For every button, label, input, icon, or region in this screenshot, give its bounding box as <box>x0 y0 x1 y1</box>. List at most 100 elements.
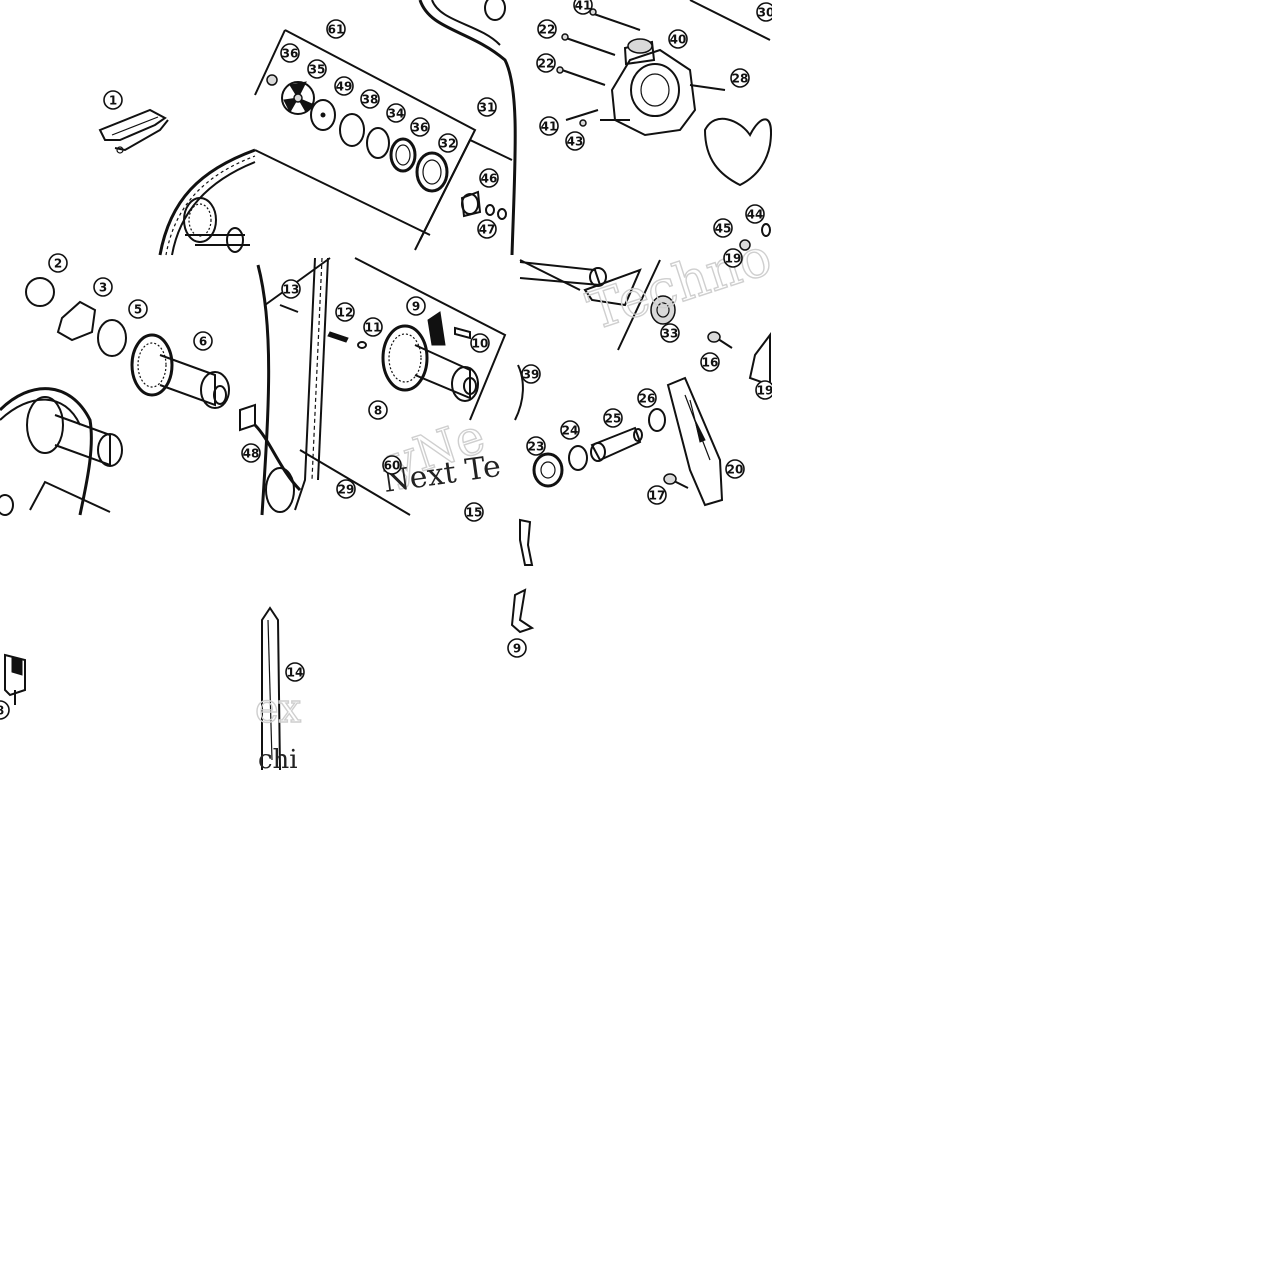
callout-label: 3 <box>99 281 107 295</box>
callout-label: 47 <box>479 223 496 237</box>
tile-top-right <box>556 0 772 251</box>
callout-label: 44 <box>747 208 764 222</box>
callout-label: 41 <box>541 120 558 134</box>
tile-top-left <box>98 108 256 256</box>
oring-26 <box>648 408 666 432</box>
callout-label: 14 <box>287 666 304 680</box>
callout-39: 39 <box>521 364 541 384</box>
sleeve-46 <box>460 190 507 220</box>
timing-chain-right <box>418 0 517 256</box>
cover-gasket <box>703 117 772 187</box>
callout-9: 9 <box>507 638 527 658</box>
washer-24 <box>568 445 588 471</box>
callout-label: 35 <box>309 63 326 77</box>
callout-label: 20 <box>727 463 744 477</box>
tile-middle-left <box>0 277 256 516</box>
callout-layer: 1613635493834363231464741224030222841434… <box>0 0 776 720</box>
bolts-top-right <box>556 8 641 127</box>
callout-label: 49 <box>336 80 353 94</box>
callout-label: 34 <box>388 107 405 121</box>
callout-43: 43 <box>565 131 585 151</box>
callout-label: 6 <box>199 335 207 349</box>
chain-guide-14 <box>261 606 281 771</box>
gasket-3 <box>56 300 97 342</box>
callout-label: 24 <box>562 424 579 438</box>
callout-3: 3 <box>93 277 113 297</box>
camshaft-6 <box>130 333 230 409</box>
oring-5 <box>97 319 127 357</box>
callout-label: 5 <box>134 303 142 317</box>
lower-sprocket <box>253 423 302 513</box>
callout-48: 48 <box>241 443 261 463</box>
callout-8: 8 <box>368 400 388 420</box>
callout-23: 23 <box>526 436 546 456</box>
callout-label: 17 <box>649 489 666 503</box>
seal-38 <box>339 113 365 147</box>
callout-40: 40 <box>668 29 688 49</box>
callout-label: 25 <box>605 412 622 426</box>
tile-middle-center <box>253 257 507 516</box>
callout-41: 41 <box>539 116 559 136</box>
callout-label: 38 <box>362 93 379 107</box>
oring-34 <box>366 127 390 159</box>
callout-label: 61 <box>328 23 345 37</box>
tile-top-middle <box>254 0 517 256</box>
callout-9: 9 <box>406 296 426 316</box>
callout-24: 24 <box>560 420 580 440</box>
shaft-right <box>519 261 642 307</box>
callout-26: 26 <box>637 388 657 408</box>
callout-label: 22 <box>538 57 555 71</box>
tensioner-25 <box>590 426 643 462</box>
callout-10: 10 <box>470 333 490 353</box>
callout-label: 8 <box>0 704 4 718</box>
callout-15: 15 <box>464 502 484 522</box>
callout-label: 29 <box>338 483 355 497</box>
callout-35: 35 <box>307 59 327 79</box>
callout-label: 13 <box>283 283 300 297</box>
callout-31: 31 <box>477 97 497 117</box>
callout-label: 19 <box>725 252 742 266</box>
callout-14: 14 <box>285 662 305 682</box>
callout-label: 36 <box>412 121 429 135</box>
callout-label: 11 <box>365 321 382 335</box>
callout-label: 48 <box>243 447 260 461</box>
callout-49: 49 <box>334 76 354 96</box>
chain-guide-rail <box>294 257 329 511</box>
callout-label: 15 <box>466 506 483 520</box>
callout-label: 10 <box>472 337 489 351</box>
callout-label: 1 <box>109 94 117 108</box>
callout-label: 12 <box>337 306 354 320</box>
timing-chain-left <box>0 387 93 516</box>
callout-29: 29 <box>336 479 356 499</box>
callout-28: 28 <box>730 68 750 88</box>
nut <box>266 74 278 86</box>
callout-25: 25 <box>603 408 623 428</box>
watermark-chi: chi <box>258 745 298 775</box>
callout-label: 30 <box>758 6 775 20</box>
watermark-ex: ex <box>255 686 302 732</box>
callout-34: 34 <box>386 103 406 123</box>
tensioner-nut-23 <box>532 452 564 488</box>
callout-46: 46 <box>479 168 499 188</box>
callout-12: 12 <box>335 302 355 322</box>
callout-label: 28 <box>732 72 749 86</box>
callout-label: 33 <box>662 327 679 341</box>
callout-5: 5 <box>128 299 148 319</box>
callout-22: 22 <box>536 53 556 73</box>
callout-16: 16 <box>700 352 720 372</box>
callout-1: 1 <box>103 90 123 110</box>
callout-6: 6 <box>193 331 213 351</box>
callout-label: 2 <box>54 257 62 271</box>
tile-lower: yNe Next Te ex chi <box>4 407 535 775</box>
camshaft-8 <box>381 311 479 402</box>
callout-44: 44 <box>745 204 765 224</box>
sprocket-left <box>26 396 123 467</box>
callout-label: 43 <box>567 135 584 149</box>
callout-label: 46 <box>481 172 498 186</box>
callout-2: 2 <box>48 253 68 273</box>
pump-cover <box>610 38 697 137</box>
callout-label: 22 <box>539 23 556 37</box>
callout-17: 17 <box>647 485 667 505</box>
